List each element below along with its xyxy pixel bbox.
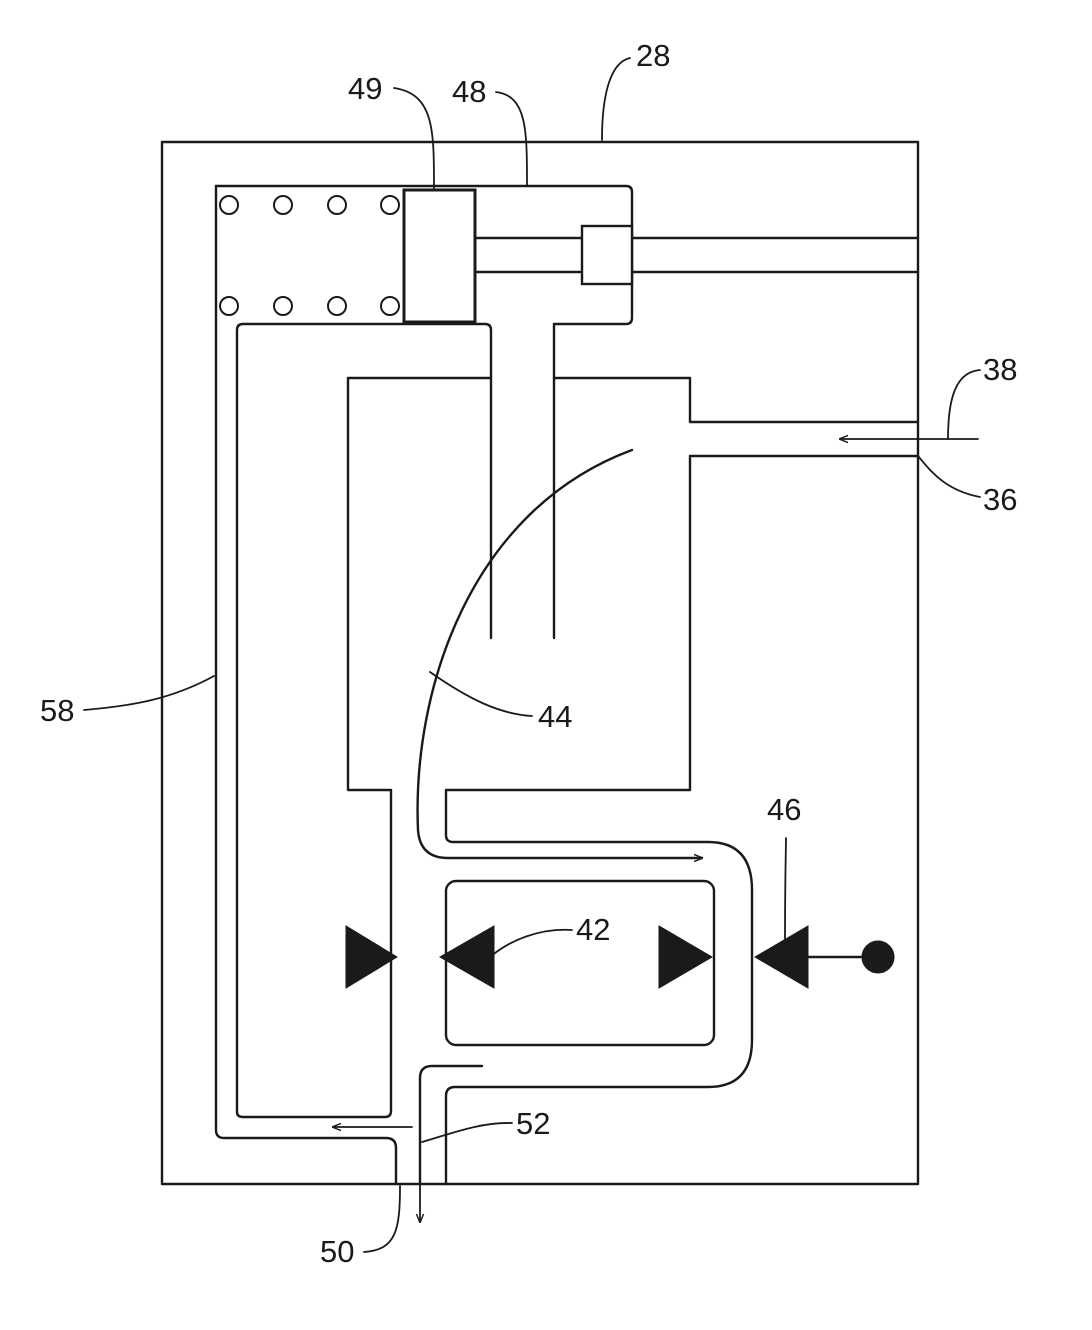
label-49: 49 <box>348 71 382 106</box>
check-valve-triangle <box>754 925 809 989</box>
outer-bypass-wall <box>214 184 398 1186</box>
chamber-right-wall <box>552 376 920 424</box>
label-46: 46 <box>767 792 801 827</box>
piston-block <box>402 188 477 324</box>
leader-50 <box>363 1185 401 1253</box>
label-44: 44 <box>538 699 572 734</box>
actuator-manifold <box>214 184 634 640</box>
valve-triangle-3 <box>658 925 713 989</box>
leader-44 <box>429 671 533 717</box>
label-28: 28 <box>636 38 670 73</box>
perforation-holes <box>219 195 400 316</box>
leader-58 <box>83 675 215 711</box>
label-42: 42 <box>576 912 610 947</box>
leader-46 <box>784 837 787 941</box>
leader-49 <box>393 87 435 189</box>
leader-52 <box>421 1122 513 1143</box>
chamber-lower-wall <box>444 454 920 1186</box>
leader-48 <box>495 91 528 187</box>
actuator-stem-left <box>235 322 493 1119</box>
label-38: 38 <box>983 352 1017 387</box>
label-58: 58 <box>40 693 74 728</box>
leader-36 <box>917 455 981 498</box>
valve-triangle-2 <box>438 925 495 989</box>
leader-38 <box>947 369 981 440</box>
rod-guide-box <box>580 224 634 286</box>
check-valve-knob <box>861 940 895 974</box>
leader-42 <box>489 928 573 958</box>
label-48: 48 <box>452 74 486 109</box>
outer-loop-channel <box>418 1064 484 1184</box>
valve-triangle-1 <box>345 925 398 989</box>
flow-path-curve <box>416 448 704 858</box>
inner-loop-chamber <box>444 879 716 1047</box>
label-50: 50 <box>320 1234 354 1269</box>
label-36: 36 <box>983 482 1017 517</box>
label-52: 52 <box>516 1106 550 1141</box>
leader-28 <box>601 57 631 141</box>
housing-outline <box>160 140 920 1186</box>
